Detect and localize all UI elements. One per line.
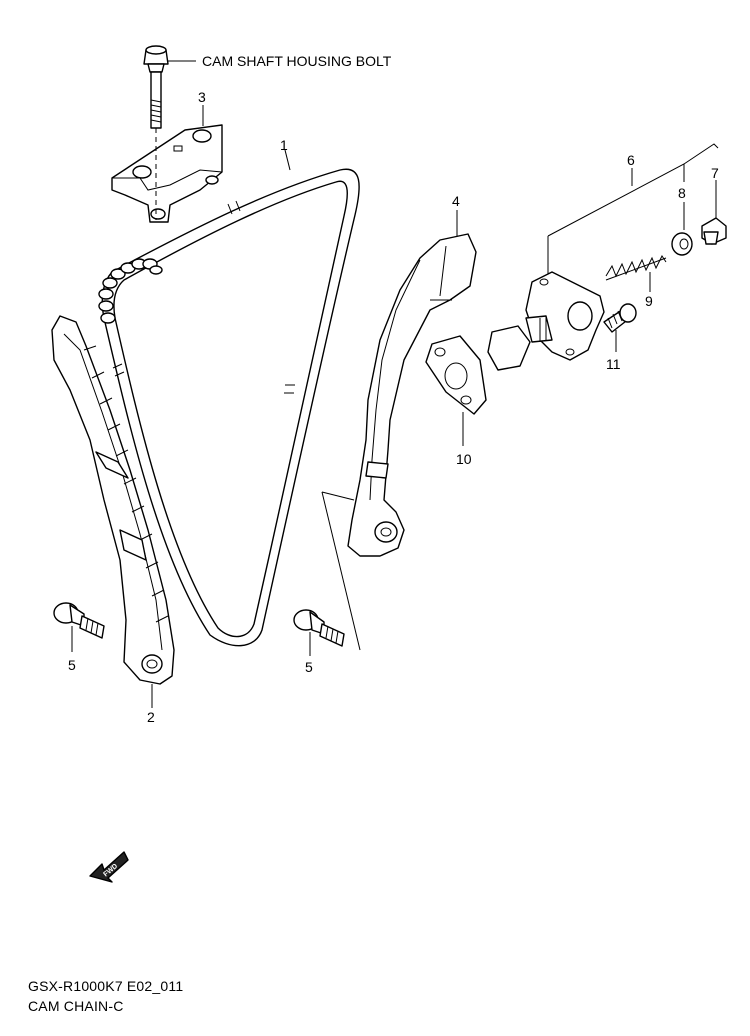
diagram-code: GSX-R1000K7 E02_011 [28, 978, 184, 994]
part-5-bolt-right: 5 [293, 491, 361, 675]
part-6-tensioner-adjuster: 6 [487, 143, 719, 371]
part-11-mounting-bolt: 11 [603, 303, 637, 372]
part-9-spring: 9 [605, 255, 667, 309]
callout-cam-shaft-housing-bolt: CAM SHAFT HOUSING BOLT [202, 53, 392, 69]
callout-10: 10 [456, 451, 472, 467]
fwd-arrow-icon: FWD [89, 851, 129, 883]
part-1-cam-chain: 1 [98, 137, 360, 647]
part-3-cam-shaft-housing: 3 [111, 89, 223, 223]
callout-11: 11 [606, 356, 621, 372]
diagram-title: CAM CHAIN-C [28, 998, 124, 1014]
part-2-chain-guide: 2 [51, 315, 175, 725]
part-5-bolt-left: 5 [53, 602, 105, 673]
callout-5-left: 5 [68, 657, 76, 673]
callout-8: 8 [678, 185, 686, 201]
callout-3: 3 [198, 89, 206, 105]
cam-shaft-housing-bolt: CAM SHAFT HOUSING BOLT [143, 45, 392, 129]
chain-links [98, 258, 163, 324]
callout-5-right: 5 [305, 659, 313, 675]
callout-6: 6 [627, 152, 635, 168]
part-8-washer: 8 [671, 185, 693, 256]
part-7-cap-bolt: 7 [701, 165, 727, 245]
callout-7: 7 [711, 165, 719, 181]
part-10-gasket: 10 [425, 335, 487, 467]
callout-9: 9 [645, 293, 653, 309]
callout-2: 2 [147, 709, 155, 725]
part-4-tensioner-guide: 4 [347, 193, 477, 557]
callout-4: 4 [452, 193, 460, 209]
callout-1: 1 [280, 137, 288, 153]
